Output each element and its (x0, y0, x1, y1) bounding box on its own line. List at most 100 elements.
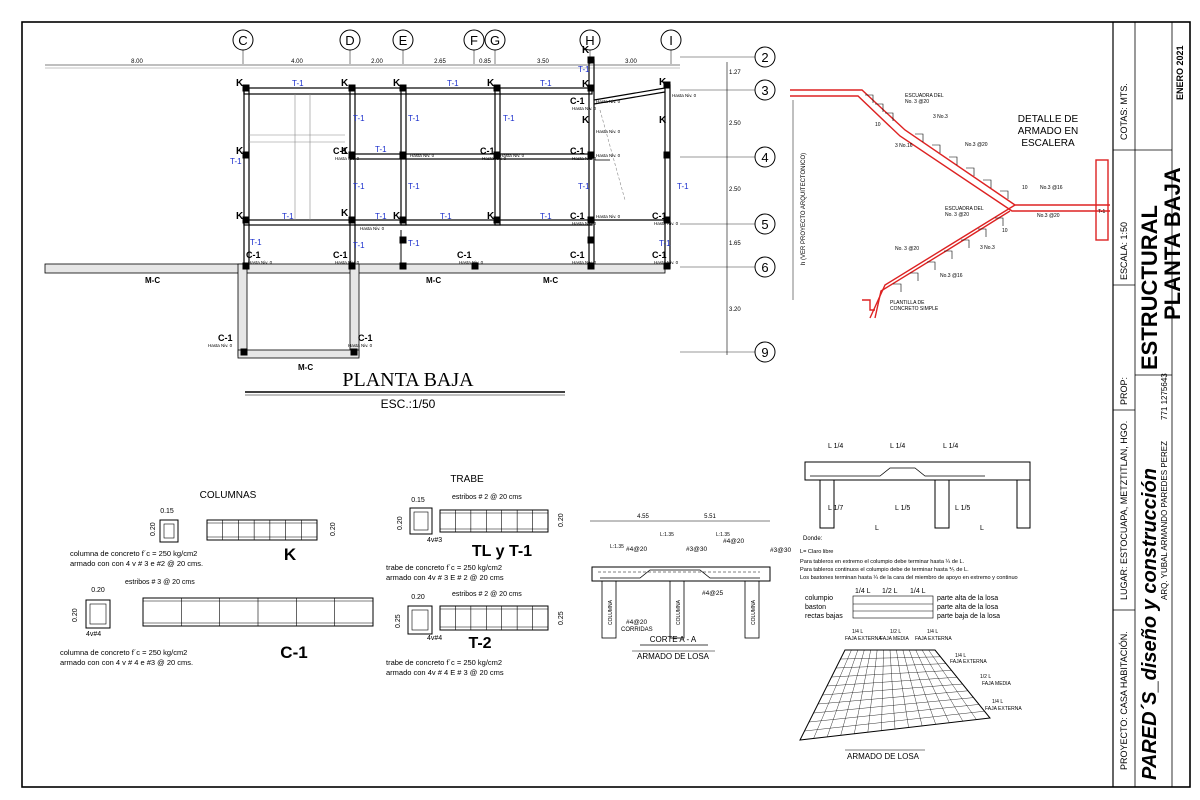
hasta-niv-10: Hasta Niv. 0 (572, 260, 597, 265)
t1-label-19: T-1 (408, 239, 420, 248)
k-note-2: armado con con 4 v # 3 e #2 @ 20 cms. (70, 559, 203, 568)
losa-detail-notes: L= Claro libre Para tableros en extremo … (800, 549, 1018, 581)
mc-label-1: M-C (145, 276, 160, 285)
fraction-1: 1/4 L (855, 588, 871, 595)
plan-column-16 (399, 216, 407, 224)
mesh-b-6 (817, 690, 969, 705)
stair-step-13 (944, 250, 953, 259)
stair-step-5 (932, 144, 941, 153)
tl-dim-right: 0.20 (558, 513, 565, 527)
hasta-niv-extra-5: Hasta Niv. 0 (596, 153, 621, 158)
losa-dim-1: 4.55 (637, 514, 649, 520)
stair-step-4 (915, 133, 924, 142)
k-label-3: K (393, 78, 401, 89)
hasta-niv-11: Hasta Niv. 0 (654, 260, 679, 265)
t1-label-2: T-1 (447, 79, 459, 88)
losa-detail-col-2 (934, 479, 950, 529)
tl-dim-side: 0.20 (397, 516, 404, 530)
losa-detail-note-2: Para tableros en extremo el columpio deb… (800, 559, 965, 565)
plan-column-9 (348, 151, 356, 159)
t2-dim-top: 0.20 (411, 594, 425, 601)
stair-step-11 (978, 228, 987, 237)
losa-dim-2: 5.51 (704, 514, 716, 520)
plan-column-8 (242, 151, 250, 159)
hasta-niv-extra-8: Hasta Niv. 0 (360, 226, 385, 231)
plan-column-24 (587, 262, 595, 270)
k-stirrups (207, 520, 317, 540)
t1-label-8: T-1 (230, 157, 242, 166)
plan-column-19 (663, 216, 671, 224)
faja-right-6: FAJA EXTERNA (985, 706, 1022, 712)
k-dim-top: 0.15 (160, 508, 174, 515)
k-dim-right: 0.20 (330, 522, 337, 536)
sheet-border (21, 21, 1191, 788)
plan-column-10 (399, 151, 407, 159)
t1-label-21: T-1 (353, 241, 365, 250)
axis-label-i: I (669, 33, 673, 48)
k-label-12: K (236, 211, 244, 222)
losa-detail-rebar (810, 467, 985, 477)
c1-dim-side: 0.20 (72, 608, 79, 622)
plan-column-13 (663, 151, 671, 159)
axis-label-g: G (490, 33, 500, 48)
tb-lugar: LUGAR: ESTOCUAPA, METZTITLAN, HGO. (1119, 420, 1129, 600)
c1-plan-label-13: C-1 (358, 333, 373, 343)
k-label-4: K (487, 78, 495, 89)
k-label-2: K (341, 78, 349, 89)
mesh-b-5 (822, 683, 963, 696)
losa-bar-5: #4@25 (702, 590, 723, 597)
axis-label-5: 5 (761, 217, 768, 232)
losa-detail-span-2: L 1/5 (895, 505, 910, 512)
losa-column-left (601, 580, 617, 639)
stair-notes: ESCUADRA DEL No. 3 @20 3 No.3 3 No.16 No… (875, 93, 1105, 312)
losa-detail-note-1: L= Claro libre (800, 549, 833, 555)
trabe-section: TRABE 0.15 0.20 estribos # 2 @ 20 cms 4v… (386, 474, 565, 677)
right-dim-1: 1.27 (729, 70, 741, 76)
stair-step-14 (927, 261, 936, 270)
fraction-3: 1/4 L (910, 588, 926, 595)
c1-label: C-1 (280, 643, 307, 662)
tl-note-1: trabe de concreto f´c = 250 kg/cm2 (386, 563, 502, 572)
tl-dim-top: 0.15 (411, 497, 425, 504)
losa-detail-span-3: L 1/5 (955, 505, 970, 512)
t1-label-12: T-1 (578, 182, 590, 191)
losa-detail-note-4: Los bastones terminan hasta ¼ de la cara… (800, 575, 1018, 581)
stair-vertical-note: h (VER PROYECTO ARQUITECTONICO) (801, 153, 807, 265)
t2-section-stirrup (411, 609, 429, 631)
hasta-niv-extra-4: Hasta Niv. 0 (500, 153, 525, 158)
stair-note-no3-16-b: No.3 @16 (940, 273, 963, 279)
tb-date: ENERO 2021 (1175, 45, 1185, 100)
c1-stirrups-note: estribos # 3 @ 20 cms (125, 579, 195, 586)
k-label-1: K (236, 78, 244, 89)
plan-column-21 (348, 262, 356, 270)
top-dim-2: 4.00 (291, 59, 303, 65)
losa-detail-L-1: L (875, 525, 879, 532)
c1-plan-label-11: C-1 (652, 250, 667, 260)
stair-note-no3-16: No.3 @16 (1040, 185, 1063, 191)
t2-section (407, 605, 433, 635)
losa-column-words: COLUMNA COLUMNA COLUMNA (608, 599, 757, 625)
k-label-14: K (393, 211, 401, 222)
c1-plan-label-3: C-1 (480, 146, 495, 156)
stair-steps (865, 94, 1009, 292)
mesh-b-8 (808, 704, 980, 723)
top-dim-5: 0.85 (479, 59, 491, 65)
losa-detail-quarter-1: L 1/4 (828, 443, 843, 450)
hasta-niv-9: Hasta Niv. 0 (459, 260, 484, 265)
mc-label-2: M-C (426, 276, 441, 285)
faja-top-1: 1/4 L (852, 629, 863, 635)
hasta-niv-extra-2: Hasta Niv. 0 (596, 129, 621, 134)
losa-small-dim-2: L:1.35 (660, 532, 674, 538)
losa-detail-beam (804, 461, 1031, 481)
k-label-9: K (341, 146, 349, 157)
k-label-11: K (582, 115, 590, 126)
stair-step-10 (995, 217, 1004, 226)
legend-columpio: columpio (805, 595, 833, 602)
hasta-niv-extra-1: Hasta Niv. 0 (596, 99, 621, 104)
stair-note-plantilla-b: CONCRETO SIMPLE (890, 306, 939, 312)
losa-mesh-lines (804, 649, 985, 739)
fajas-top-labels: 1/4 L FAJA EXTERNA 1/2 L FAJA MEDIA 1/4 … (845, 629, 1022, 712)
c1-plan-label-2: C-1 (333, 146, 348, 156)
